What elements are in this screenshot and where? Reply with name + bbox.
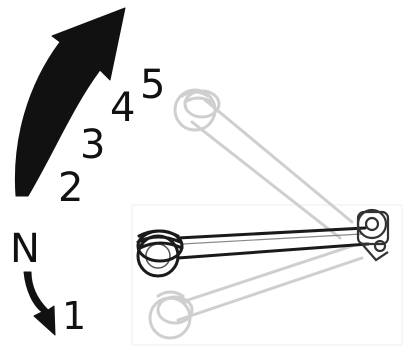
ghost-lever-up: [175, 90, 352, 238]
gear-label-3: 3: [80, 122, 105, 168]
gear-label-5: 5: [140, 62, 165, 108]
curved-down-arrow-icon: [24, 272, 55, 335]
gear-label-2: 2: [58, 165, 83, 211]
gear-label-1: 1: [62, 294, 86, 338]
gear-label-4: 4: [110, 85, 135, 131]
gear-label-neutral: N: [10, 226, 40, 272]
lever-pivot: [358, 210, 388, 260]
